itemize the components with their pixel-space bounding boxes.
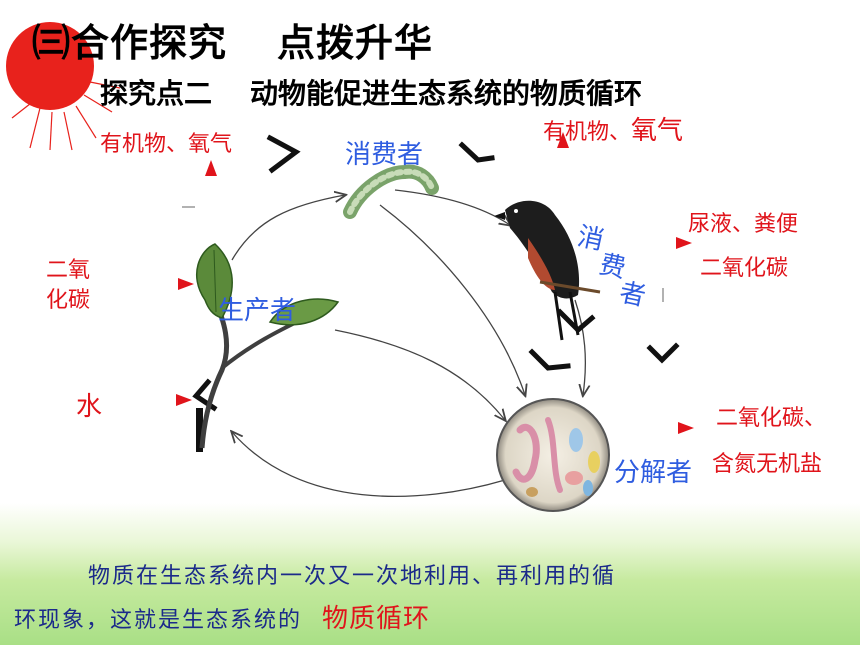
label-water: 水	[76, 392, 103, 422]
label-nitrogen-salts: 含氮无机盐	[712, 452, 823, 477]
label-co2-right: 二氧化碳	[700, 256, 789, 281]
plant-icon	[195, 243, 340, 449]
label-co2-left: 二氧 化碳	[46, 256, 90, 316]
section-title: ㈢合作探究 点拨升华	[32, 12, 433, 67]
section-title-b: 点拨升华	[277, 21, 434, 65]
definition-line-1: 物质在生态系统内一次又一次地利用、再利用的循	[88, 564, 617, 589]
bird-icon	[494, 200, 601, 341]
label-organic-oxygen-right: 有机物、氧气	[543, 110, 683, 147]
subtitle: 探究点二 动物能促进生态系统的物质循环	[100, 72, 642, 112]
sun-icon	[6, 22, 121, 151]
label-co2-left-2: 化碳	[46, 288, 91, 313]
label-decomposer: 分解者	[614, 458, 693, 488]
arrow-decomposer-to-soil	[232, 432, 506, 498]
label-producer: 生产者	[218, 296, 297, 326]
arrow-caterpillar-to-bird	[394, 189, 510, 225]
subtitle-a: 探究点二	[100, 77, 213, 110]
definition-line-2-text: 环现象，这就是生态系统的	[14, 608, 303, 633]
label-co2-left-1: 二氧	[46, 258, 91, 283]
label-organic-oxygen-left: 有机物、氧气	[100, 132, 233, 157]
definition-line-2: 环现象，这就是生态系统的物质循环	[14, 598, 430, 635]
label-oxygen-right-b: 氧气	[631, 116, 684, 146]
arrow-caterpillar-to-decomposer	[379, 204, 525, 395]
label-organic-right-a: 有机物、	[543, 120, 632, 145]
caterpillar-icon	[343, 164, 439, 219]
definition-highlight: 物质循环	[322, 604, 431, 634]
label-co2-decomposer: 二氧化碳、	[716, 406, 827, 431]
label-consumer-top: 消费者	[345, 140, 424, 170]
arrow-leaf-to-decomposer	[334, 329, 505, 420]
section-title-a: ㈢合作探究	[32, 21, 228, 65]
label-urine-feces: 尿液、粪便	[688, 212, 799, 237]
arrow-plant-to-caterpillar	[231, 195, 345, 261]
subtitle-b: 动物能促进生态系统的物质循环	[250, 77, 643, 110]
arrow-bird-to-decomposer	[574, 299, 585, 395]
rainbow-arrow-icon	[110, 132, 694, 434]
microbe-icon	[496, 398, 610, 512]
